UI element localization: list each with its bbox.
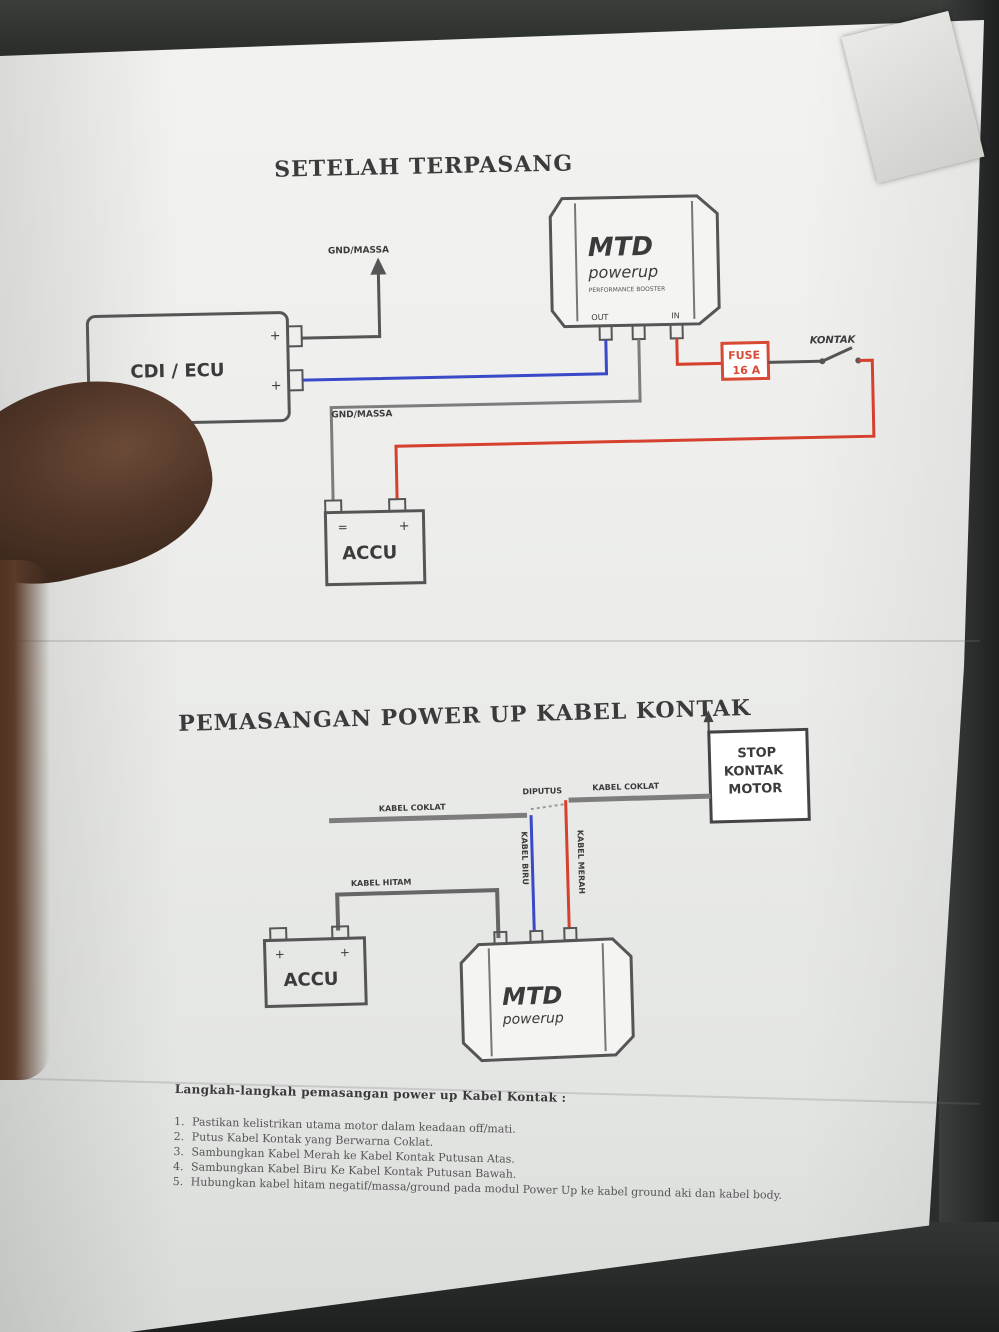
stop-kontak-line2: KONTAK [724, 763, 785, 780]
stop-kontak-line3: MOTOR [728, 781, 782, 797]
cut-gap [530, 803, 565, 811]
hand-holding-sheet [0, 560, 50, 1080]
ground-wire-battery [329, 339, 642, 501]
black-wire-label: KABEL HITAM [351, 877, 412, 888]
blue-wire-kontak [529, 815, 536, 932]
battery-box [323, 509, 427, 587]
stop-kontak-motor-box [707, 727, 811, 824]
module-pin-1 [598, 324, 613, 341]
battery-terminal-neg [324, 499, 343, 514]
module-pin-2 [631, 323, 646, 341]
fuse-rating: 16 A [732, 364, 760, 378]
instructions-steps: Pastikan kelistrikan utama motor dalam k… [173, 1114, 835, 1204]
mtd-powerup-module-bottom: MTD powerup [459, 937, 635, 1063]
brown-wire-left [329, 812, 528, 824]
ground-wire-top [301, 270, 382, 340]
stop-kontak-line1: STOP [737, 745, 776, 761]
battery-pos-sign: + [399, 519, 410, 534]
black-wire [335, 888, 501, 939]
diagram-setelah-terpasang: SETELAH TERPASANG CDI / ECU + + GND/MASS… [85, 150, 876, 587]
brown-wire-right [568, 793, 711, 803]
mtd-powerup-module-top: MTD powerup PERFORMANCE BOOSTER OUT IN [548, 194, 721, 329]
fuse-out-wire [768, 359, 821, 364]
battery-neg-sign: = [338, 520, 348, 534]
fuse-label: FUSE [728, 349, 760, 363]
cdi-terminal-top [286, 325, 303, 348]
instructions-block: Langkah-langkah pemasangan power up Kabe… [173, 1082, 835, 1204]
ground-label-top: GND/MASSA [328, 245, 389, 256]
paper-fold-line [0, 640, 980, 642]
fuse-box [720, 340, 771, 381]
cdi-terminal-bottom [287, 369, 304, 392]
battery2-box [262, 936, 368, 1009]
switch-label: KONTAK [810, 335, 857, 347]
red-wire-kontak [564, 800, 571, 929]
module-subbrand: powerup [587, 262, 658, 282]
red-wire-label: KABEL MERAH [575, 830, 586, 895]
ground-arrow [370, 257, 387, 275]
cdi-negative-terminal: + [271, 379, 282, 394]
brown-wire-right-label: KABEL COKLAT [592, 782, 660, 793]
module2-subbrand: powerup [502, 1010, 565, 1028]
module-brand: MTD [588, 232, 654, 263]
blue-wire [302, 339, 609, 382]
brown-wire-left-label: KABEL COKLAT [379, 802, 447, 813]
red-wire-fuse-in [675, 338, 723, 366]
module-pin-out: OUT [591, 313, 608, 322]
switch-lever [821, 346, 853, 363]
cdi-positive-terminal: + [270, 329, 281, 344]
module2-pin-3 [563, 926, 578, 942]
cut-label: DIPUTUS [522, 786, 562, 796]
diagram2-title: PEMASANGAN POWER UP KABEL KONTAK [178, 695, 751, 737]
battery2-neg-sign: + [275, 947, 285, 961]
battery-label: ACCU [342, 542, 397, 564]
diagram-kabel-kontak: PEMASANGAN POWER UP KABEL KONTAK STOP KO… [178, 695, 811, 1063]
module-pin-in: IN [671, 311, 680, 320]
diagram1-title: SETELAH TERPASANG [274, 150, 574, 182]
cdi-ecu-label: CDI / ECU [130, 360, 224, 383]
module2-brand: MTD [502, 981, 563, 1011]
red-wire-battery [394, 358, 876, 500]
ground-label-mid: GND/MASSA [331, 409, 392, 420]
battery2-pos-sign: + [340, 945, 350, 959]
module-caption: PERFORMANCE BOOSTER [589, 286, 666, 295]
module-pin-3 [669, 323, 684, 340]
battery2-label: ACCU [283, 969, 339, 992]
blue-wire-label: KABEL BIRU [519, 831, 529, 885]
stop-kontak-arrow [703, 710, 714, 723]
battery-terminal-pos [388, 497, 407, 513]
